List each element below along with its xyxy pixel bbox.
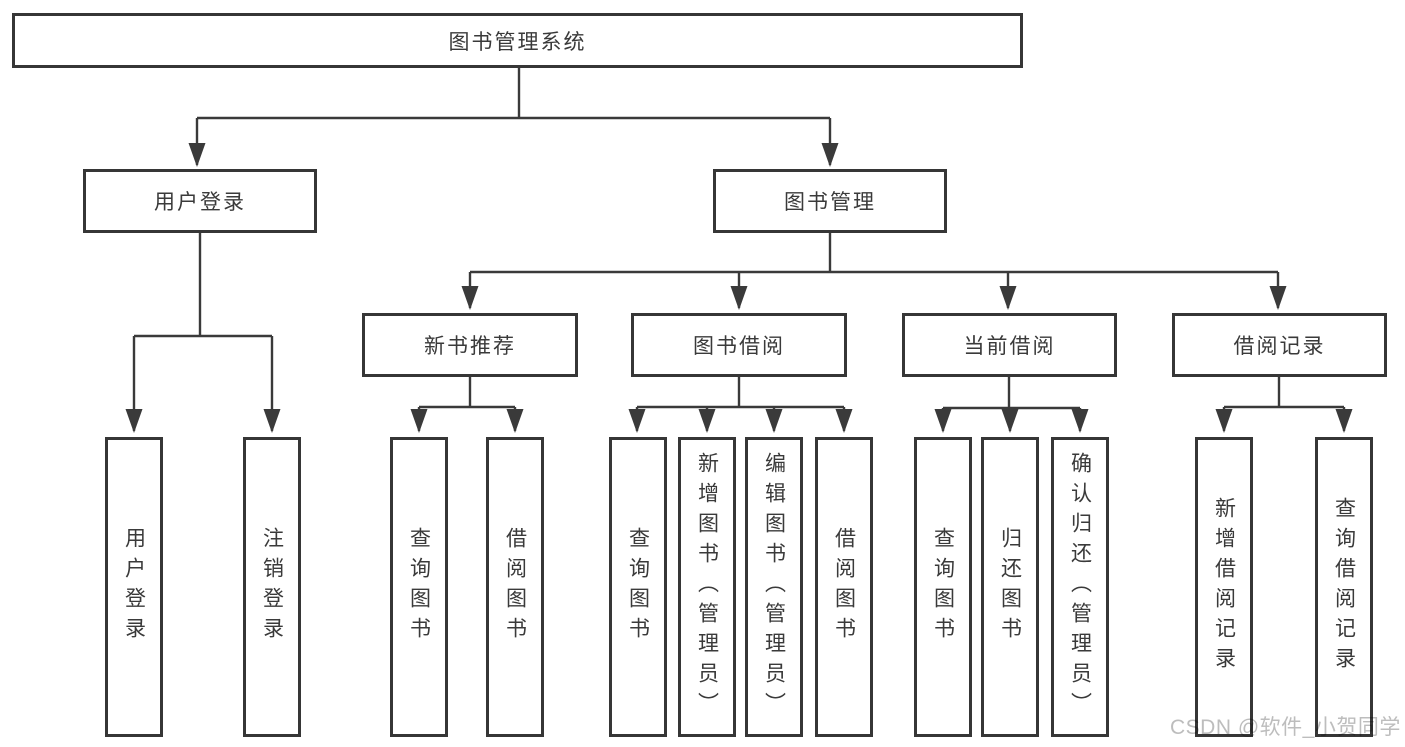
node-root: 图书管理系统 bbox=[12, 13, 1023, 68]
leaf-borrow-books: 借阅图书 bbox=[815, 437, 873, 737]
node-label: 归还图书 bbox=[998, 527, 1022, 647]
leaf-user-login: 用户登录 bbox=[105, 437, 163, 737]
node-label: 编辑图书（管理员） bbox=[762, 452, 786, 722]
node-label: 查询图书 bbox=[407, 527, 431, 647]
leaf-query-books-current: 查询图书 bbox=[914, 437, 972, 737]
node-label: 用户登录 bbox=[154, 191, 246, 214]
leaf-query-borrow-record: 查询借阅记录 bbox=[1315, 437, 1373, 737]
node-label: 新增图书（管理员） bbox=[695, 452, 719, 722]
leaf-add-borrow-record: 新增借阅记录 bbox=[1195, 437, 1253, 737]
node-current-borrowing: 当前借阅 bbox=[902, 313, 1117, 377]
node-label: 图书管理 bbox=[784, 191, 876, 214]
node-label: 注销登录 bbox=[260, 527, 284, 647]
leaf-edit-books-admin: 编辑图书（管理员） bbox=[745, 437, 803, 737]
leaf-logout: 注销登录 bbox=[243, 437, 301, 737]
leaf-return-books: 归还图书 bbox=[981, 437, 1039, 737]
node-label: 用户登录 bbox=[122, 527, 146, 647]
node-label: 新书推荐 bbox=[424, 335, 516, 358]
node-label: 查询借阅记录 bbox=[1332, 497, 1356, 677]
node-label: 图书借阅 bbox=[693, 335, 785, 358]
node-label: 确认归还（管理员） bbox=[1068, 452, 1092, 722]
leaf-query-books: 查询图书 bbox=[609, 437, 667, 737]
leaf-add-books-admin: 新增图书（管理员） bbox=[678, 437, 736, 737]
node-user-login: 用户登录 bbox=[83, 169, 317, 233]
node-book-borrowing: 图书借阅 bbox=[631, 313, 847, 377]
node-label: 借阅图书 bbox=[503, 527, 527, 647]
leaf-query-books-recommend: 查询图书 bbox=[390, 437, 448, 737]
node-label: 新增借阅记录 bbox=[1212, 497, 1236, 677]
node-borrowing-records: 借阅记录 bbox=[1172, 313, 1387, 377]
node-label: 当前借阅 bbox=[963, 335, 1056, 358]
leaf-borrow-books-recommend: 借阅图书 bbox=[486, 437, 544, 737]
node-label: 查询图书 bbox=[626, 527, 650, 647]
node-label: 借阅图书 bbox=[832, 527, 856, 647]
node-label: 图书管理系统 bbox=[448, 30, 587, 54]
csdn-watermark: CSDN @软件_小贺同学 bbox=[1170, 716, 1401, 739]
leaf-confirm-return-admin: 确认归还（管理员） bbox=[1051, 437, 1109, 737]
node-new-book-recommend: 新书推荐 bbox=[362, 313, 578, 377]
node-label: 查询图书 bbox=[931, 527, 955, 647]
node-book-management: 图书管理 bbox=[713, 169, 947, 233]
node-label: 借阅记录 bbox=[1233, 335, 1326, 358]
